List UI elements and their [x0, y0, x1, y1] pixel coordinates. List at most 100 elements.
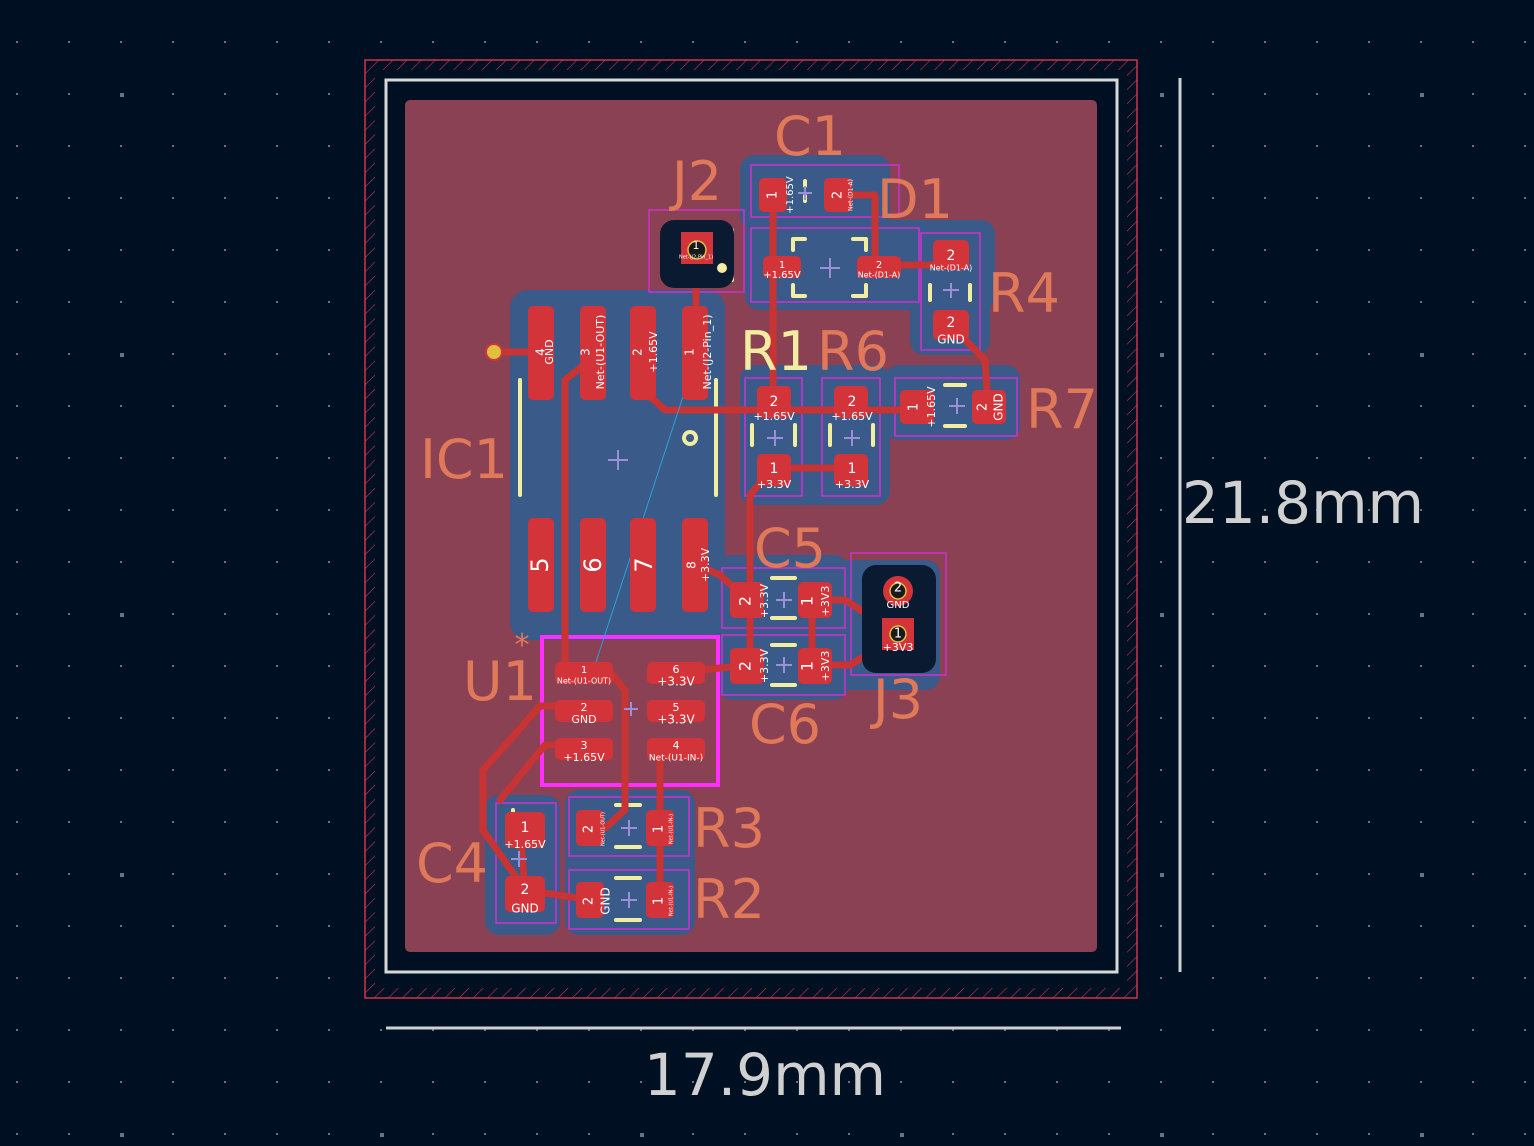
grid-dot — [1160, 977, 1162, 979]
pad[interactable] — [682, 306, 708, 400]
grid-dot — [224, 613, 226, 615]
grid-dot — [1368, 1133, 1370, 1135]
grid-dot — [1420, 821, 1422, 823]
grid-dot — [1472, 249, 1474, 251]
pad[interactable] — [900, 390, 934, 424]
pad[interactable] — [630, 518, 656, 612]
pad[interactable] — [576, 810, 604, 846]
grid-dot — [1056, 1029, 1058, 1031]
pad-label: 2 — [631, 348, 645, 356]
pad[interactable] — [505, 812, 545, 848]
pad[interactable] — [682, 518, 708, 612]
pad[interactable] — [555, 700, 613, 722]
grid-dot — [380, 1081, 382, 1083]
pad[interactable] — [933, 310, 969, 340]
pad[interactable] — [528, 518, 554, 612]
refdes-r2: R2 — [693, 868, 765, 931]
pad[interactable] — [798, 648, 832, 684]
board-edge-cuts[interactable] — [384, 78, 1119, 974]
grid-dot — [536, 1133, 538, 1135]
grid-dot — [1524, 509, 1526, 511]
grid-dot — [1264, 925, 1266, 927]
pad-label: +1.65V — [504, 838, 546, 851]
via[interactable] — [485, 343, 503, 361]
grid-dot — [120, 1081, 122, 1083]
pad[interactable] — [730, 582, 764, 618]
grid-dot — [1160, 613, 1164, 617]
pad[interactable] — [730, 648, 764, 684]
pad-label: 2 — [947, 315, 956, 331]
grid-dot — [16, 873, 18, 875]
grid-dot — [276, 925, 278, 927]
dimension-horizontal[interactable]: 17.9mm — [386, 1026, 1121, 1109]
pad[interactable] — [857, 256, 901, 278]
grid-dot — [16, 977, 18, 979]
grid-dot — [172, 613, 174, 615]
pad[interactable] — [528, 306, 554, 400]
pad[interactable] — [555, 738, 613, 760]
grid-dot — [1212, 977, 1214, 979]
pad[interactable] — [834, 454, 868, 486]
grid-dot — [1368, 1029, 1370, 1031]
grid-dot — [328, 613, 330, 615]
grid-dot — [68, 717, 70, 719]
pad[interactable] — [647, 738, 705, 760]
grid-dot — [16, 93, 18, 95]
pad[interactable] — [933, 240, 969, 270]
pad[interactable] — [576, 882, 604, 918]
grid-dot — [16, 353, 18, 355]
grid-dot — [328, 717, 330, 719]
pad[interactable] — [580, 518, 606, 612]
grid-dot — [1368, 717, 1370, 719]
pad[interactable] — [824, 178, 852, 212]
pad[interactable] — [505, 876, 545, 912]
pad[interactable] — [646, 882, 674, 918]
grid-dot — [276, 873, 278, 875]
grid-dot — [432, 1029, 434, 1031]
grid-dot — [1524, 977, 1526, 979]
pad[interactable] — [798, 582, 832, 618]
grid-dot — [744, 1081, 746, 1083]
dimension-vertical[interactable]: 21.8mm — [1178, 78, 1424, 972]
grid-dot — [328, 353, 330, 355]
pad[interactable] — [647, 662, 705, 684]
pad[interactable] — [759, 178, 787, 212]
grid-dot — [120, 873, 124, 877]
j3-connector[interactable] — [862, 565, 936, 673]
grid-dot — [1368, 457, 1370, 459]
grid-dot — [1004, 1133, 1006, 1135]
pad[interactable] — [630, 306, 656, 400]
j2-connector[interactable] — [660, 220, 734, 288]
pad[interactable] — [647, 700, 705, 722]
grid-dot — [1212, 1081, 1214, 1083]
grid-dot — [900, 1081, 902, 1083]
pad-label: 1 — [683, 348, 697, 356]
pad[interactable] — [757, 386, 791, 418]
pad[interactable] — [972, 390, 1006, 424]
grid-dot — [1472, 197, 1474, 199]
pad[interactable] — [757, 454, 791, 486]
grid-dot — [1212, 509, 1214, 511]
grid-dot — [328, 561, 330, 563]
grid-dot — [1264, 873, 1266, 875]
pad-label: +3.3V — [757, 478, 792, 491]
pad-label: 1 — [848, 461, 857, 477]
grid-dot — [172, 197, 174, 199]
refdes-c1: C1 — [774, 105, 846, 168]
grid-dot — [588, 41, 590, 43]
grid-dot — [68, 561, 70, 563]
grid-dot — [68, 509, 70, 511]
grid-dot — [1316, 665, 1318, 667]
pad[interactable] — [834, 386, 868, 418]
pad[interactable] — [646, 810, 674, 846]
grid-dot — [1160, 457, 1162, 459]
u1-courtyard-selected[interactable] — [540, 635, 720, 787]
pad[interactable] — [763, 256, 801, 278]
pad[interactable] — [580, 306, 606, 400]
grid-dot — [1472, 977, 1474, 979]
grid-dot — [328, 509, 330, 511]
pad-label: 4 — [534, 348, 548, 356]
grid-dot — [328, 769, 330, 771]
pad[interactable] — [555, 662, 613, 684]
